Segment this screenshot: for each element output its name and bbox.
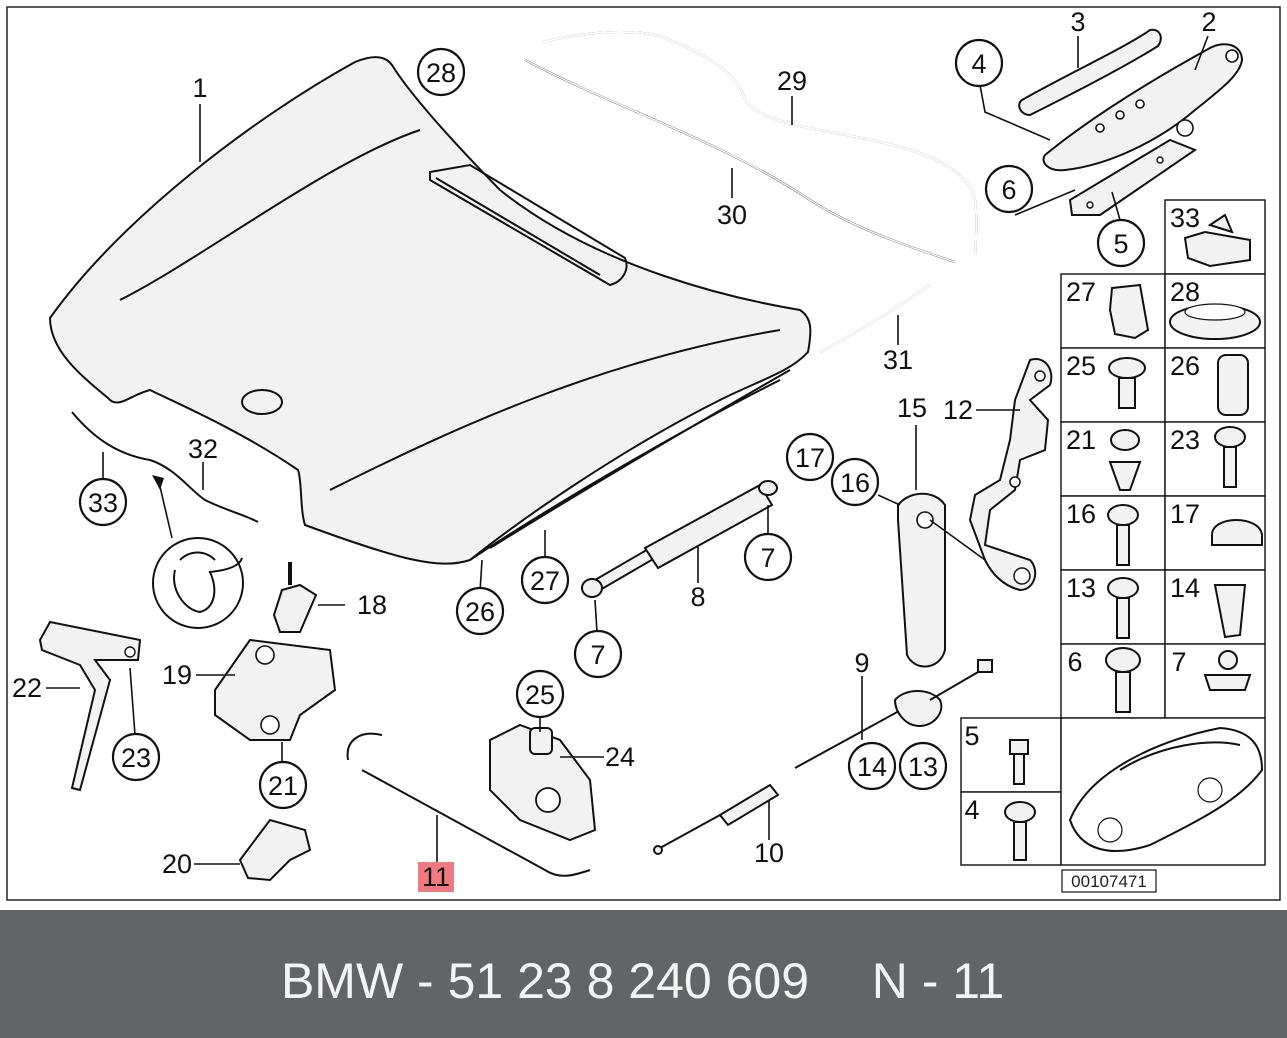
grid-label-6: 6 — [1067, 647, 1082, 677]
label-25: 25 — [525, 680, 555, 710]
bracket-12 — [968, 358, 1053, 592]
leader-lines — [46, 35, 1209, 865]
label-2: 2 — [1201, 7, 1216, 37]
label-12: 12 — [943, 395, 973, 425]
grid-label-25: 25 — [1066, 351, 1096, 381]
footer-part-number: BMW - 51 23 8 240 609 — [281, 953, 809, 1009]
seal-30 — [524, 59, 956, 263]
release-cable-10 — [653, 783, 780, 855]
diagram-frame — [6, 6, 1281, 901]
grid-label-text: 33 27 28 25 26 21 23 16 17 13 14 6 7 5 4 — [964, 203, 1200, 825]
seal-31 — [819, 284, 931, 353]
grid-label-7: 7 — [1171, 647, 1186, 677]
callout-text: 1 28 3 2 4 29 6 30 5 31 15 12 32 33 17 1… — [12, 7, 1217, 879]
label-5: 5 — [1113, 229, 1128, 259]
grid-label-21: 21 — [1066, 425, 1096, 455]
reference-number: 00107471 — [1071, 872, 1147, 891]
fastener-grid — [960, 199, 1266, 866]
label-6: 6 — [1001, 175, 1016, 205]
label-26: 26 — [465, 597, 495, 627]
release-cable-9 — [794, 659, 993, 769]
label-18: 18 — [357, 590, 387, 620]
label-1: 1 — [192, 73, 207, 103]
grommet-18 — [272, 562, 318, 633]
grid-label-33: 33 — [1170, 203, 1200, 233]
reference-box: 00107471 — [1061, 869, 1157, 893]
label-4: 4 — [971, 49, 986, 79]
grid-label-28: 28 — [1170, 277, 1200, 307]
grid-label-27: 27 — [1066, 277, 1096, 307]
grid-label-26: 26 — [1170, 351, 1200, 381]
grid-label-4: 4 — [964, 795, 979, 825]
label-28: 28 — [426, 58, 456, 88]
label-22: 22 — [12, 673, 42, 703]
seal-29 — [542, 31, 978, 256]
label-23: 23 — [121, 743, 151, 773]
label-8: 8 — [690, 582, 705, 612]
label-32: 32 — [188, 434, 218, 464]
label-17: 17 — [795, 443, 825, 473]
stay-arm-15 — [897, 492, 986, 668]
gas-strut — [581, 480, 778, 598]
footer-position: N - 11 — [872, 953, 1004, 1009]
circled-labels — [78, 38, 1146, 810]
seal-32 — [71, 411, 259, 523]
hood-panel — [48, 56, 812, 565]
highlight-part-11: 11 — [418, 862, 454, 892]
buffer-19 — [214, 638, 337, 741]
grid-label-13: 13 — [1066, 573, 1096, 603]
label-33: 33 — [88, 488, 118, 518]
label-24: 24 — [605, 742, 635, 772]
label-3: 3 — [1070, 7, 1085, 37]
grid-label-14: 14 — [1170, 573, 1200, 603]
holder-20 — [238, 818, 312, 882]
grid-label-5: 5 — [964, 721, 979, 751]
label-14: 14 — [857, 752, 887, 782]
grid-label-17: 17 — [1170, 499, 1200, 529]
hood-hinge — [1018, 28, 1244, 216]
seal-section-detail — [152, 475, 244, 629]
label-10: 10 — [754, 838, 784, 868]
hood-lock-24 — [489, 723, 597, 842]
label-20: 20 — [162, 849, 192, 879]
release-rod-11 — [346, 732, 591, 877]
grid-label-23: 23 — [1170, 425, 1200, 455]
grid-label-16: 16 — [1066, 499, 1096, 529]
label-13: 13 — [908, 752, 938, 782]
label-21: 21 — [268, 771, 298, 801]
label-7-upper: 7 — [760, 543, 775, 573]
bracket-22 — [38, 620, 142, 792]
label-30: 30 — [717, 200, 747, 230]
label-16: 16 — [840, 468, 870, 498]
label-29: 29 — [777, 66, 807, 96]
label-9: 9 — [854, 648, 869, 678]
label-19: 19 — [162, 660, 192, 690]
label-7-lower: 7 — [590, 640, 605, 670]
label-11: 11 — [422, 862, 450, 892]
label-31: 31 — [883, 345, 913, 375]
label-15: 15 — [897, 393, 927, 423]
footer-bar: BMW - 51 23 8 240 609 N - 11 — [0, 910, 1287, 1038]
label-27: 27 — [530, 566, 560, 596]
